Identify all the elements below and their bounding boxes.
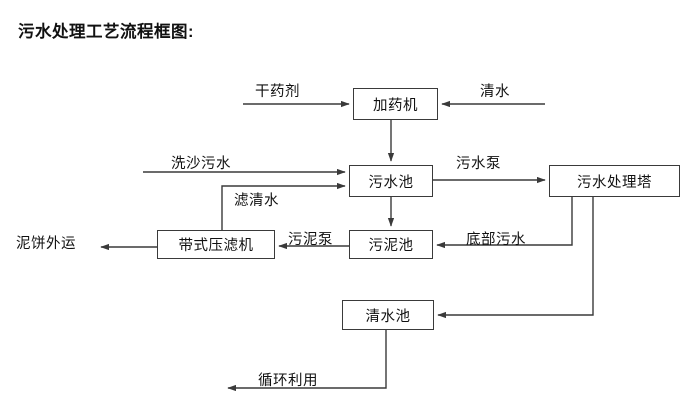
node-label: 污泥池	[368, 238, 414, 254]
edge-clear-pool-to-recycle	[227, 330, 387, 392]
node-label: 加药机	[373, 97, 418, 114]
edge-label-clean-water: 清水	[480, 84, 510, 100]
node-belt-filter-press[interactable]: 带式压滤机	[157, 230, 275, 259]
edge-tower-to-sludge-pool	[436, 197, 573, 249]
edge-label-sand-washing-wastewater: 洗沙污水	[171, 156, 231, 172]
edge-label-bottom-sewage: 底部污水	[466, 232, 526, 248]
edge-label-dry-chemical: 干药剂	[255, 84, 300, 100]
edge-filter-press-to-sewage-pool	[221, 182, 346, 230]
edge-label-filtered-clear-water: 滤清水	[234, 193, 279, 209]
node-label: 污水处理塔	[577, 174, 652, 191]
page-title: 污水处理工艺流程框图:	[18, 23, 194, 41]
node-dosing-machine[interactable]: 加药机	[353, 88, 438, 120]
edge-label-recycle-use: 循环利用	[258, 373, 318, 389]
node-clear-water-pool[interactable]: 清水池	[342, 300, 434, 330]
edge-label-sludge-pump: 污泥泵	[288, 232, 333, 248]
terminal-label-mud-cake-transport: 泥饼外运	[16, 236, 76, 252]
node-sewage-pool[interactable]: 污水池	[349, 165, 433, 197]
node-sludge-pool[interactable]: 污泥池	[349, 230, 433, 259]
node-label: 清水池	[365, 308, 411, 325]
node-label: 带式压滤机	[178, 238, 254, 254]
edge-label-sewage-pump: 污水泵	[456, 156, 501, 172]
edge-tower-to-clear-pool	[437, 197, 594, 319]
node-sewage-treatment-tower[interactable]: 污水处理塔	[549, 165, 680, 197]
node-label: 污水池	[368, 174, 414, 191]
